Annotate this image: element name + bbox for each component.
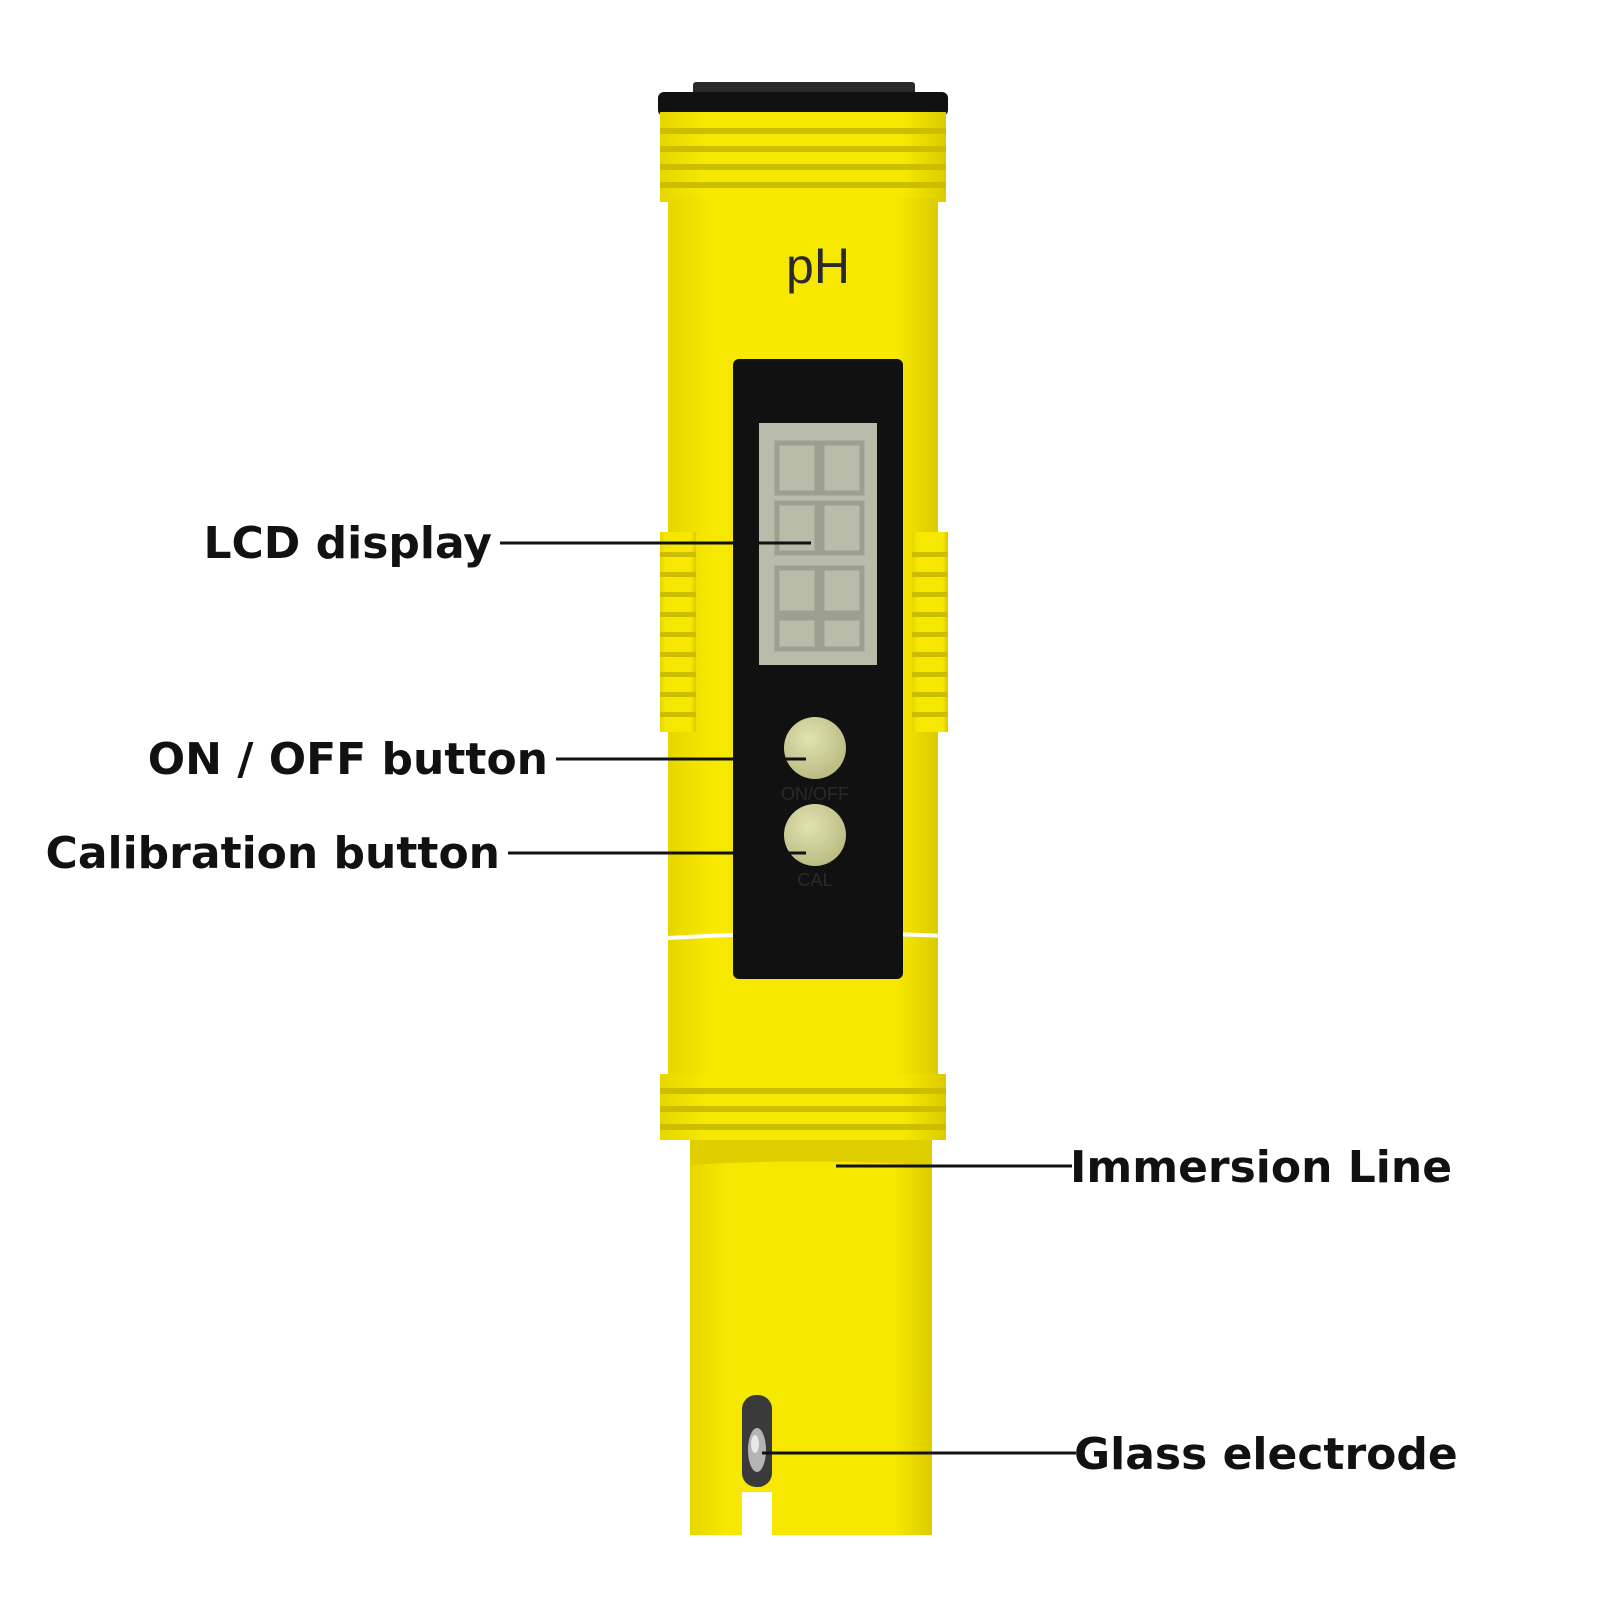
lower-ridges — [660, 1074, 946, 1140]
on-off-button-label: ON/OFF — [781, 784, 849, 804]
callout-immersion-line: Immersion Line — [1070, 1142, 1452, 1193]
cal-button-label: CAL — [797, 870, 832, 890]
lcd-segment-ghost — [774, 440, 865, 652]
cal-button[interactable]: CAL — [784, 804, 846, 890]
callout-glass-electrode: Glass electrode — [1074, 1429, 1458, 1480]
callout-lcd-display: LCD display — [203, 518, 492, 569]
callout-calibration-button: Calibration button — [46, 828, 500, 879]
upper-ridges — [660, 112, 946, 202]
grip-ridges-right — [912, 532, 948, 732]
leader-lines — [500, 541, 1076, 1455]
callout-on-off-button: ON / OFF button — [148, 734, 548, 785]
top-cap — [658, 82, 948, 116]
glass-electrode — [742, 1395, 772, 1487]
grip-ridges-left — [660, 532, 696, 732]
on-off-button[interactable]: ON/OFF — [781, 717, 849, 804]
brand-label: pH — [786, 238, 850, 294]
probe-section — [690, 1140, 932, 1538]
